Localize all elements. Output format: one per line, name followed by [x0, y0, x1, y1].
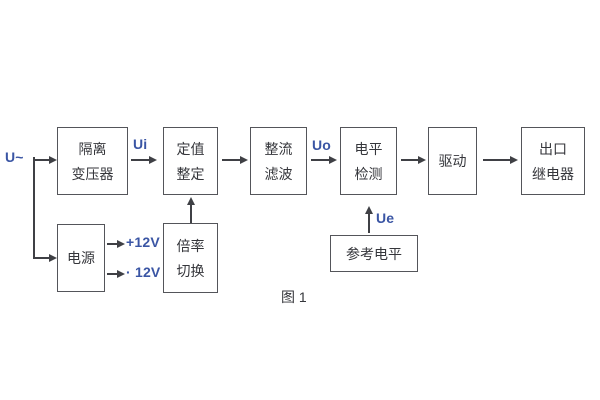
block-label-line: 电平 [354, 140, 383, 157]
arrow-input-to-transformer [33, 155, 57, 164]
block-label-line: 倍率 [176, 237, 205, 254]
block-rectifier-filter: 整流 滤波 [250, 127, 307, 195]
block-label-line: 参考电平 [346, 245, 402, 262]
block-drive: 驱动 [428, 127, 477, 195]
minus-12v-label: · 12V [126, 264, 161, 280]
block-setting-adjust: 定值 整定 [163, 127, 218, 195]
input-branch-line [33, 157, 35, 257]
block-label-line: 滤波 [264, 165, 293, 182]
block-label-line: 驱动 [438, 153, 467, 169]
block-label-line: 变压器 [71, 165, 114, 182]
block-label-line: 整流 [264, 140, 293, 157]
block-ratio-switch: 倍率 切换 [163, 223, 218, 293]
block-output-relay: 出口 继电器 [521, 127, 585, 195]
ui-signal-label: Ui [133, 136, 148, 152]
block-label-line: 切换 [176, 262, 205, 279]
block-reference-level: 参考电平 [330, 235, 418, 272]
block-label-line: 检测 [354, 165, 383, 182]
block-level-detection: 电平 检测 [340, 127, 397, 195]
block-label-line: 继电器 [532, 165, 574, 182]
plus-12v-label: +12V [126, 234, 160, 250]
arrow-minus12v [107, 269, 125, 278]
arrow-drive-to-relay [483, 155, 518, 164]
arrow-plus12v [107, 239, 125, 248]
block-label-line: 隔离 [78, 140, 107, 157]
block-label-line: 电源 [67, 250, 95, 266]
block-label-line: 出口 [539, 140, 567, 157]
arrow-ue [364, 206, 373, 233]
arrow-input-to-power [33, 253, 57, 262]
ue-signal-label: Ue [376, 210, 395, 226]
arrow-setting-to-rectifier [222, 155, 248, 164]
figure-caption: 图 1 [281, 289, 307, 305]
arrow-detection-to-drive [401, 155, 426, 164]
block-label-line: 定值 [176, 140, 205, 157]
block-label-line: 整定 [176, 165, 205, 182]
input-voltage-label: U~ [5, 149, 24, 165]
block-isolation-transformer: 隔离 变压器 [57, 127, 128, 195]
arrow-uo [311, 155, 337, 164]
arrow-ui [131, 155, 157, 164]
block-power-supply: 电源 [57, 224, 105, 292]
arrow-ratio-to-setting [186, 197, 195, 223]
uo-signal-label: Uo [312, 137, 332, 153]
